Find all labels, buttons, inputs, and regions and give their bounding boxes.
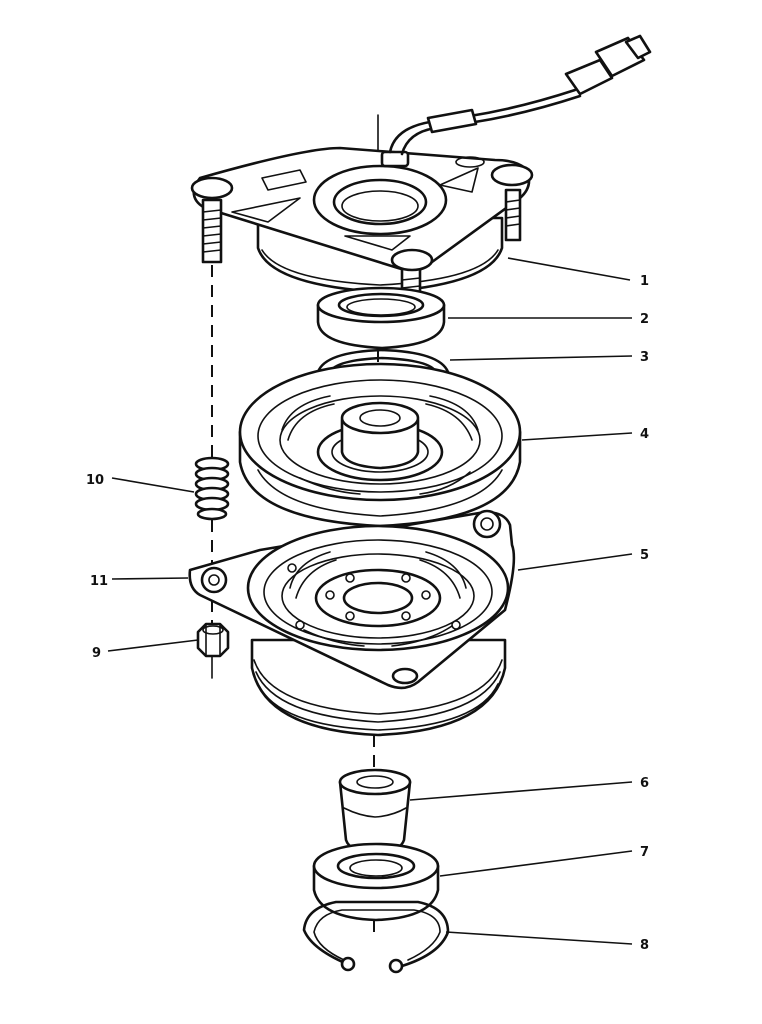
callout-2: 2: [640, 312, 649, 327]
callout-1: 1: [640, 274, 649, 289]
callout-8: 8: [640, 938, 649, 953]
part-5-rotor-pulley: [188, 509, 516, 737]
part-8-snap-ring: [302, 900, 450, 974]
part-9-nut: [196, 622, 230, 658]
callout-5: 5: [640, 548, 649, 563]
callout-9: 9: [92, 646, 101, 661]
part-10-spring: [194, 456, 230, 521]
callout-6: 6: [640, 776, 649, 791]
part-7-bearing: [312, 842, 440, 922]
callout-11: 11: [90, 574, 108, 589]
callout-3: 3: [640, 350, 649, 365]
callout-10: 10: [86, 473, 104, 488]
callout-7: 7: [640, 845, 649, 860]
part-6-spacer: [338, 768, 412, 856]
leader-lines: [107, 257, 633, 945]
callout-4: 4: [640, 427, 649, 442]
part-4-armature: [238, 362, 522, 528]
callout-labels: 1 2 3 4 5 6 7 8 9 10 11: [86, 274, 649, 953]
part-1-field-plate: [190, 34, 652, 332]
part-2-bearing: [316, 286, 446, 350]
